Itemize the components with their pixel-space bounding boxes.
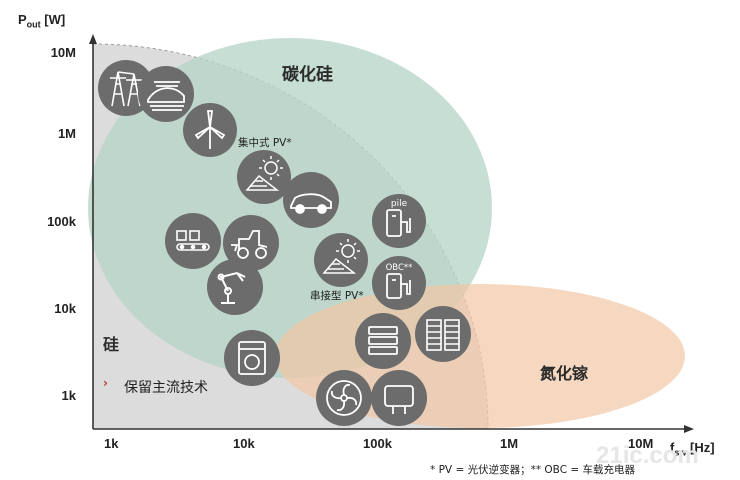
x-axis-title: fsw [Hz] (670, 440, 715, 458)
si-region-label: 硅 (103, 335, 120, 354)
x-tick-100k: 100k (363, 436, 392, 451)
server-rack-icon (355, 313, 411, 369)
electric-car-icon (283, 172, 339, 228)
y-tick-1M: 1M (57, 126, 76, 141)
y-axis-title: Pout [W] (18, 12, 66, 30)
central-pv-label: 集中式 PV* (238, 137, 292, 149)
conveyor-belt-icon (165, 213, 221, 269)
watermark: 21ic.com (596, 442, 699, 469)
x-tick-1M: 1M (500, 436, 519, 451)
string-solar-panel-icon (314, 233, 368, 287)
y-axis-arrow (89, 34, 97, 44)
x-tick-10k: 10k (233, 436, 255, 451)
washing-machine-icon (224, 330, 280, 386)
charging-pile-icon: pile (372, 194, 426, 248)
sic-region-label: 碳化硅 (282, 65, 333, 85)
pile-label: pile (391, 199, 408, 209)
y-tick-10M: 10M (50, 45, 76, 60)
solar-panel-icon (237, 150, 291, 204)
fan-icon (316, 370, 372, 426)
x-tick-10M: 10M (628, 436, 654, 451)
y-tick-100k: 100k (47, 214, 76, 229)
si-note-marker: › (103, 376, 108, 390)
obc-label: OBC** (386, 263, 413, 273)
data-center-icon (415, 306, 471, 362)
obc-charger-icon: OBC** (372, 256, 426, 310)
high-speed-train-icon (138, 66, 194, 122)
robot-arm-icon (207, 259, 263, 315)
x-tick-1k: 1k (104, 436, 119, 451)
y-tick-1k: 1k (61, 388, 76, 403)
gan-region-label: 氮化镓 (540, 364, 589, 383)
power-adapter-icon (371, 370, 427, 426)
string-pv-label: 串接型 PV* (310, 290, 364, 302)
wind-turbine-icon (183, 103, 237, 157)
footnote: * PV = 光伏逆变器；** OBC = 车载充电器 (430, 464, 636, 476)
si-note: 保留主流技术 (124, 380, 208, 396)
x-axis-arrow (684, 425, 694, 433)
y-tick-10k: 10k (54, 301, 76, 316)
